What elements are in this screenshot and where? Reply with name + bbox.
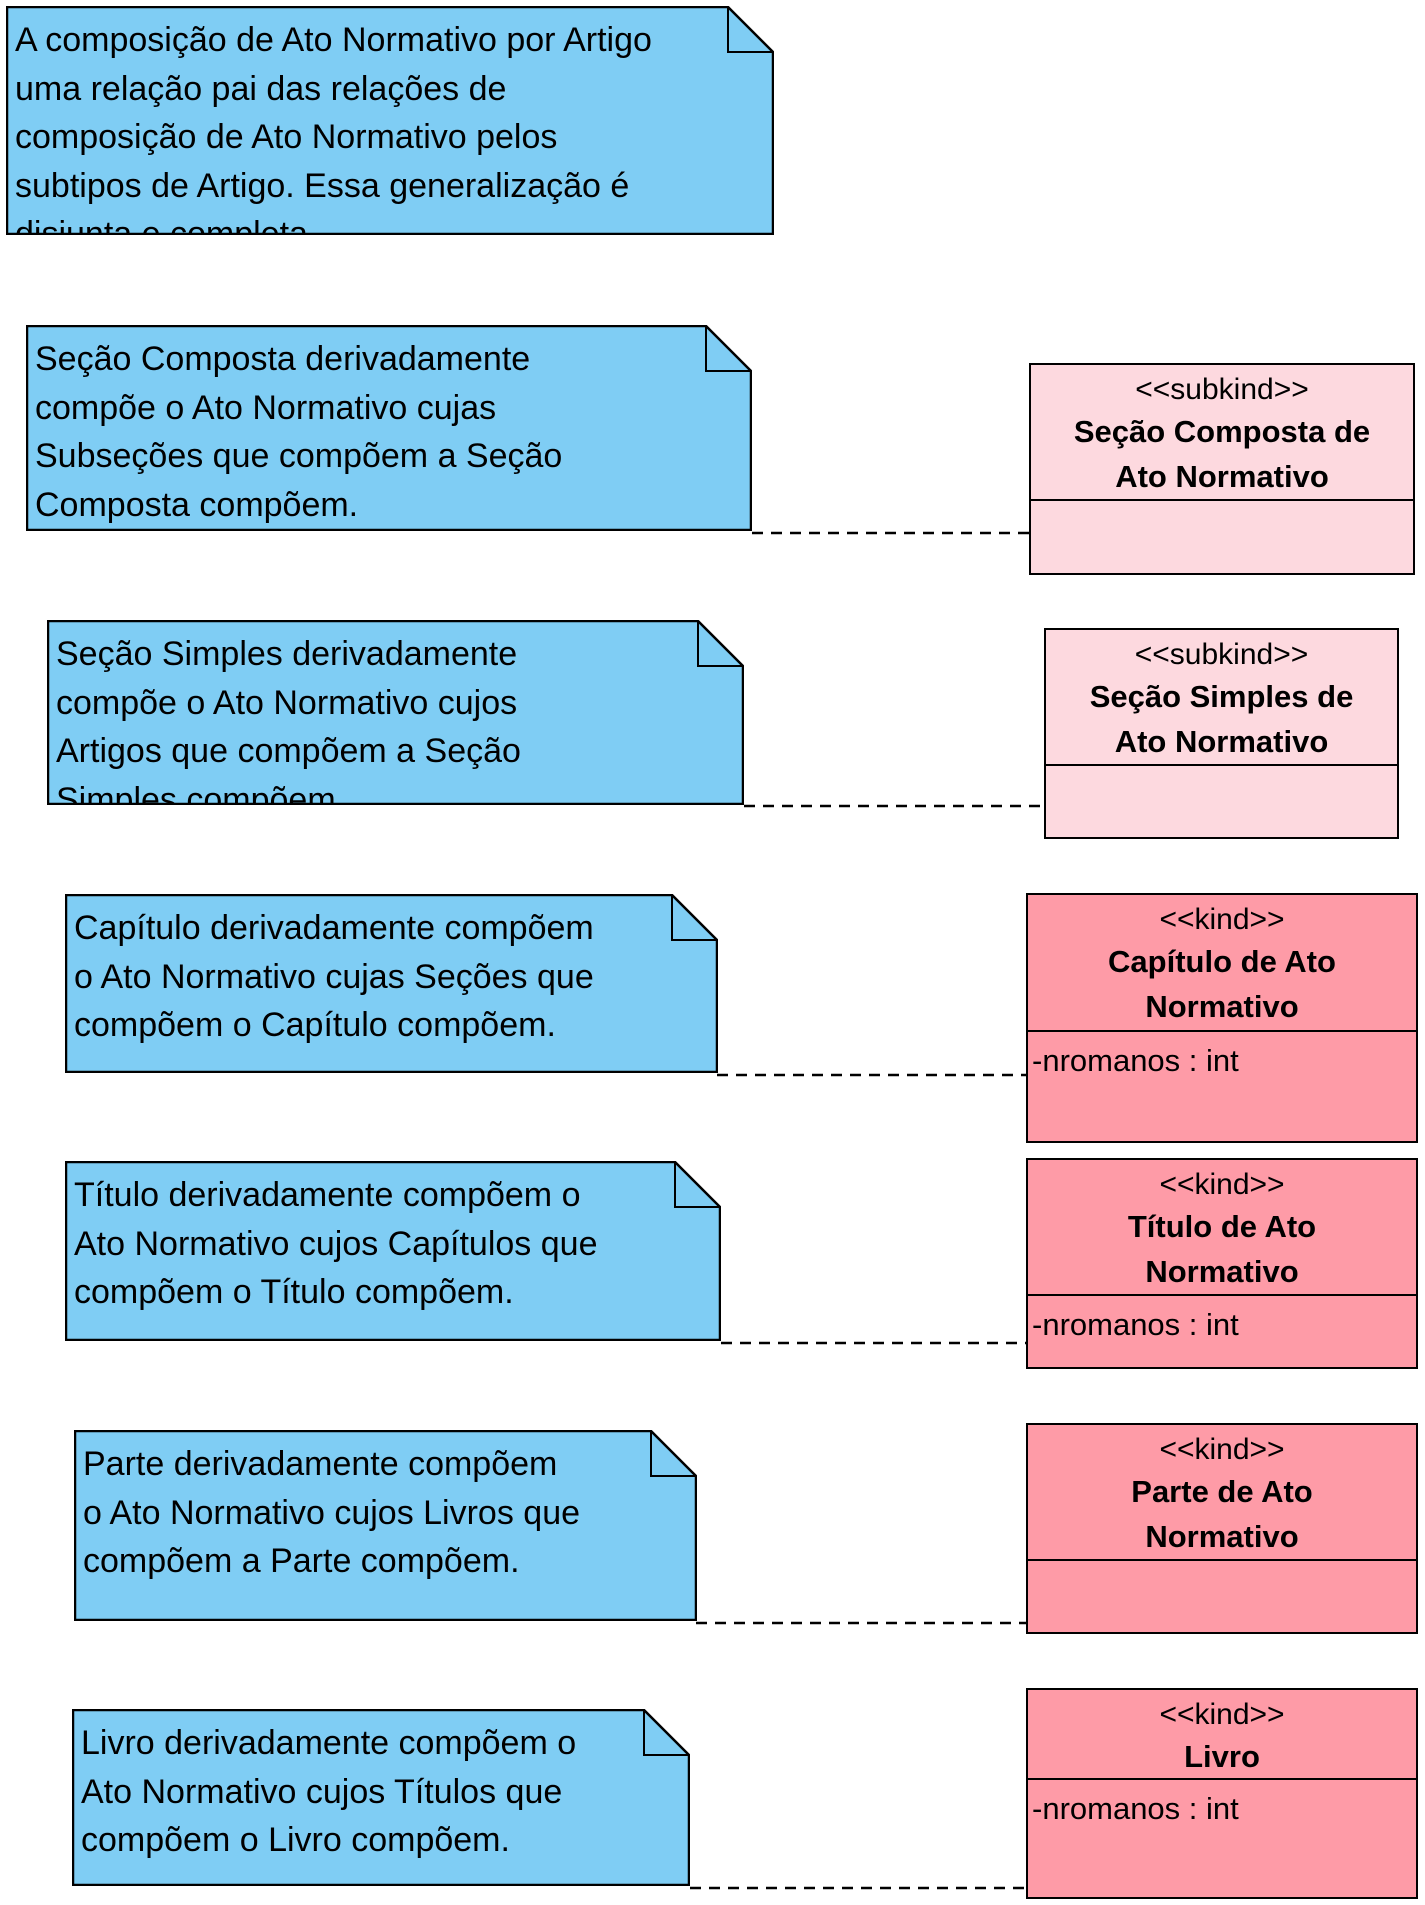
note-text: Livro derivadamente compõem o Ato Normat… xyxy=(81,1724,577,1859)
note-text: A composição de Ato Normativo por Artigo… xyxy=(15,21,652,235)
note-text: Capítulo derivadamente compõem o Ato Nor… xyxy=(74,909,594,1044)
class-stereotype: <<kind>> xyxy=(1159,903,1285,936)
class-titulo[interactable]: <<kind>> Título de Ato Normativo -nroman… xyxy=(1026,1158,1418,1369)
class-parte[interactable]: <<kind>> Parte de Ato Normativo xyxy=(1026,1423,1418,1634)
class-stereotype: <<kind>> xyxy=(1159,1698,1285,1731)
note-shape xyxy=(6,6,774,235)
note-titulo[interactable]: Título derivadamente compõem o Ato Norma… xyxy=(65,1161,721,1341)
class-attributes xyxy=(1046,766,1397,775)
note-shape xyxy=(72,1709,690,1886)
class-attribute-nromanos: -nromanos : int xyxy=(1032,1791,1239,1826)
class-stereotype: <<kind>> xyxy=(1159,1168,1285,1201)
class-name: Seção Simples de Ato Normativo xyxy=(1089,679,1354,759)
note-text: Título derivadamente compõem o Ato Norma… xyxy=(74,1176,598,1311)
class-stereotype: <<subkind>> xyxy=(1135,373,1309,406)
note-shape xyxy=(74,1430,697,1621)
class-secao-composta[interactable]: <<subkind>> Seção Composta de Ato Normat… xyxy=(1029,363,1415,575)
class-stereotype: <<kind>> xyxy=(1159,1433,1285,1466)
class-attribute-nromanos: -nromanos : int xyxy=(1032,1307,1239,1342)
class-header: <<kind>> Livro xyxy=(1028,1690,1416,1780)
class-header: <<kind>> Título de Ato Normativo xyxy=(1028,1160,1416,1296)
class-attributes xyxy=(1028,1561,1416,1570)
class-header: <<subkind>> Seção Composta de Ato Normat… xyxy=(1031,365,1413,501)
class-header: <<kind>> Capítulo de Ato Normativo xyxy=(1028,895,1416,1032)
class-secao-simples[interactable]: <<subkind>> Seção Simples de Ato Normati… xyxy=(1044,628,1399,839)
note-shape xyxy=(26,325,752,531)
note-shape xyxy=(47,620,744,805)
class-name: Capítulo de Ato Normativo xyxy=(1108,944,1336,1024)
note-livro[interactable]: Livro derivadamente compõem o Ato Normat… xyxy=(72,1709,690,1886)
note-parte[interactable]: Parte derivadamente compõem o Ato Normat… xyxy=(74,1430,697,1621)
note-text: Seção Simples derivadamente compõe o Ato… xyxy=(56,635,521,805)
class-header: <<subkind>> Seção Simples de Ato Normati… xyxy=(1046,630,1397,766)
note-generalization[interactable]: A composição de Ato Normativo por Artigo… xyxy=(6,6,774,235)
class-livro[interactable]: <<kind>> Livro -nromanos : int xyxy=(1026,1688,1418,1899)
note-secao-composta[interactable]: Seção Composta derivadamente compõe o At… xyxy=(26,325,752,531)
class-attributes xyxy=(1031,501,1413,510)
note-text: Parte derivadamente compõem o Ato Normat… xyxy=(83,1445,581,1580)
class-name: Seção Composta de Ato Normativo xyxy=(1073,414,1371,494)
class-name: Livro xyxy=(1184,1739,1260,1774)
class-capitulo[interactable]: <<kind>> Capítulo de Ato Normativo -nrom… xyxy=(1026,893,1418,1143)
class-attribute-nromanos: -nromanos : int xyxy=(1032,1043,1239,1078)
note-shape xyxy=(65,894,718,1073)
class-name: Parte de Ato Normativo xyxy=(1131,1474,1313,1554)
note-secao-simples[interactable]: Seção Simples derivadamente compõe o Ato… xyxy=(47,620,744,805)
note-shape xyxy=(65,1161,721,1341)
note-capitulo[interactable]: Capítulo derivadamente compõem o Ato Nor… xyxy=(65,894,718,1073)
class-name: Título de Ato Normativo xyxy=(1127,1209,1317,1289)
class-stereotype: <<subkind>> xyxy=(1134,638,1309,671)
class-header: <<kind>> Parte de Ato Normativo xyxy=(1028,1425,1416,1561)
note-text: Seção Composta derivadamente compõe o At… xyxy=(35,340,563,524)
